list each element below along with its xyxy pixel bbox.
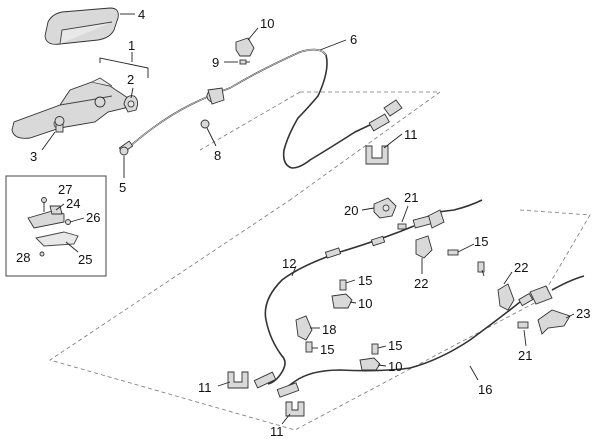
callout-11-left: 11 [198,380,212,395]
leader-10-mid [349,301,357,304]
callout-21-upper: 21 [404,190,418,205]
leader-15c [345,279,356,284]
callout-20: 20 [344,203,358,218]
assembly-outline-dashed [49,91,591,431]
callout-2: 2 [127,72,134,87]
callout-21-right: 21 [518,348,532,363]
leader-8 [206,127,217,147]
callout-6: 6 [350,32,357,47]
cable-bracket-upper [365,145,389,165]
callout-28: 28 [16,250,30,265]
leader-25 [65,241,79,253]
leader-12 [291,265,297,277]
leader-16 [469,365,479,381]
cable-clip-low [359,357,381,371]
leader-23 [565,313,575,319]
callout-10-low: 10 [388,359,402,374]
cable-clip-top [235,37,255,57]
callout-3: 3 [30,149,37,164]
callout-10-top: 10 [260,16,274,31]
callout-15d: 15 [388,338,402,353]
rear-cable-left [253,225,415,389]
leader-6 [319,39,347,51]
leader-10-low [377,364,387,367]
washer [119,146,129,156]
cable-bracket-22-left [415,235,433,259]
leader-15a [465,243,475,249]
leader-24 [55,203,65,211]
cable-clip-mid [331,293,353,309]
cable-bracket-lower-left [227,371,249,389]
callout-9: 9 [212,55,219,70]
rear-cable-right [276,275,585,398]
callout-15a: 15 [474,234,488,249]
cable-clamp-upper [373,197,407,230]
handbrake-lever [11,77,129,139]
screw-15d [371,343,379,355]
cable-bracket-22-right [497,283,515,311]
leader-20 [361,207,375,211]
leader-15b [481,269,485,277]
bracket-23 [517,309,571,335]
lever-bolt [54,116,65,133]
callout-8: 8 [214,148,221,163]
callout-23: 23 [576,306,590,321]
screw-15a [447,247,467,256]
callout-1: 1 [128,38,135,53]
leader-11-left [217,381,231,387]
callout-11-upper: 11 [404,127,418,142]
callout-18: 18 [322,322,336,337]
leader-21-right [523,329,527,347]
callout-4: 4 [138,7,145,22]
leader-10-top [247,27,259,41]
screw-15c [339,279,347,291]
leader-15d [377,345,387,349]
screw-15b [477,261,485,273]
leader-2 [130,87,134,99]
callout-11-bottom: 11 [270,424,284,439]
rear-cable-right-upper [412,199,483,229]
ratchet-clip [123,95,139,113]
leader-22-right [503,271,513,285]
callout-24: 24 [66,196,80,211]
callout-15e: 15 [320,342,334,357]
leader-3 [41,131,56,151]
leader-26 [69,217,85,223]
leader-21-upper [401,205,409,223]
nut [200,119,210,129]
leader-1-bracket [99,52,149,78]
inset-box [5,175,107,277]
callout-12: 12 [282,256,296,271]
callout-15c: 15 [358,273,372,288]
callout-26: 26 [86,210,100,225]
callout-22-left: 22 [414,276,428,291]
callout-5: 5 [119,180,126,195]
callout-25: 25 [78,252,92,267]
lever-grip-cover [44,7,119,45]
front-cable [118,48,403,169]
callout-22-right: 22 [514,260,528,275]
cable-bracket-lower-bottom [285,401,305,417]
leader-11-upper [383,133,403,149]
cable-clamp-18 [295,315,313,341]
screw-15e [305,341,313,353]
leader-11-bottom [281,413,291,425]
callout-16: 16 [478,382,492,397]
callout-27: 27 [58,182,72,197]
callout-10-mid: 10 [358,296,372,311]
screw-top [239,59,250,65]
